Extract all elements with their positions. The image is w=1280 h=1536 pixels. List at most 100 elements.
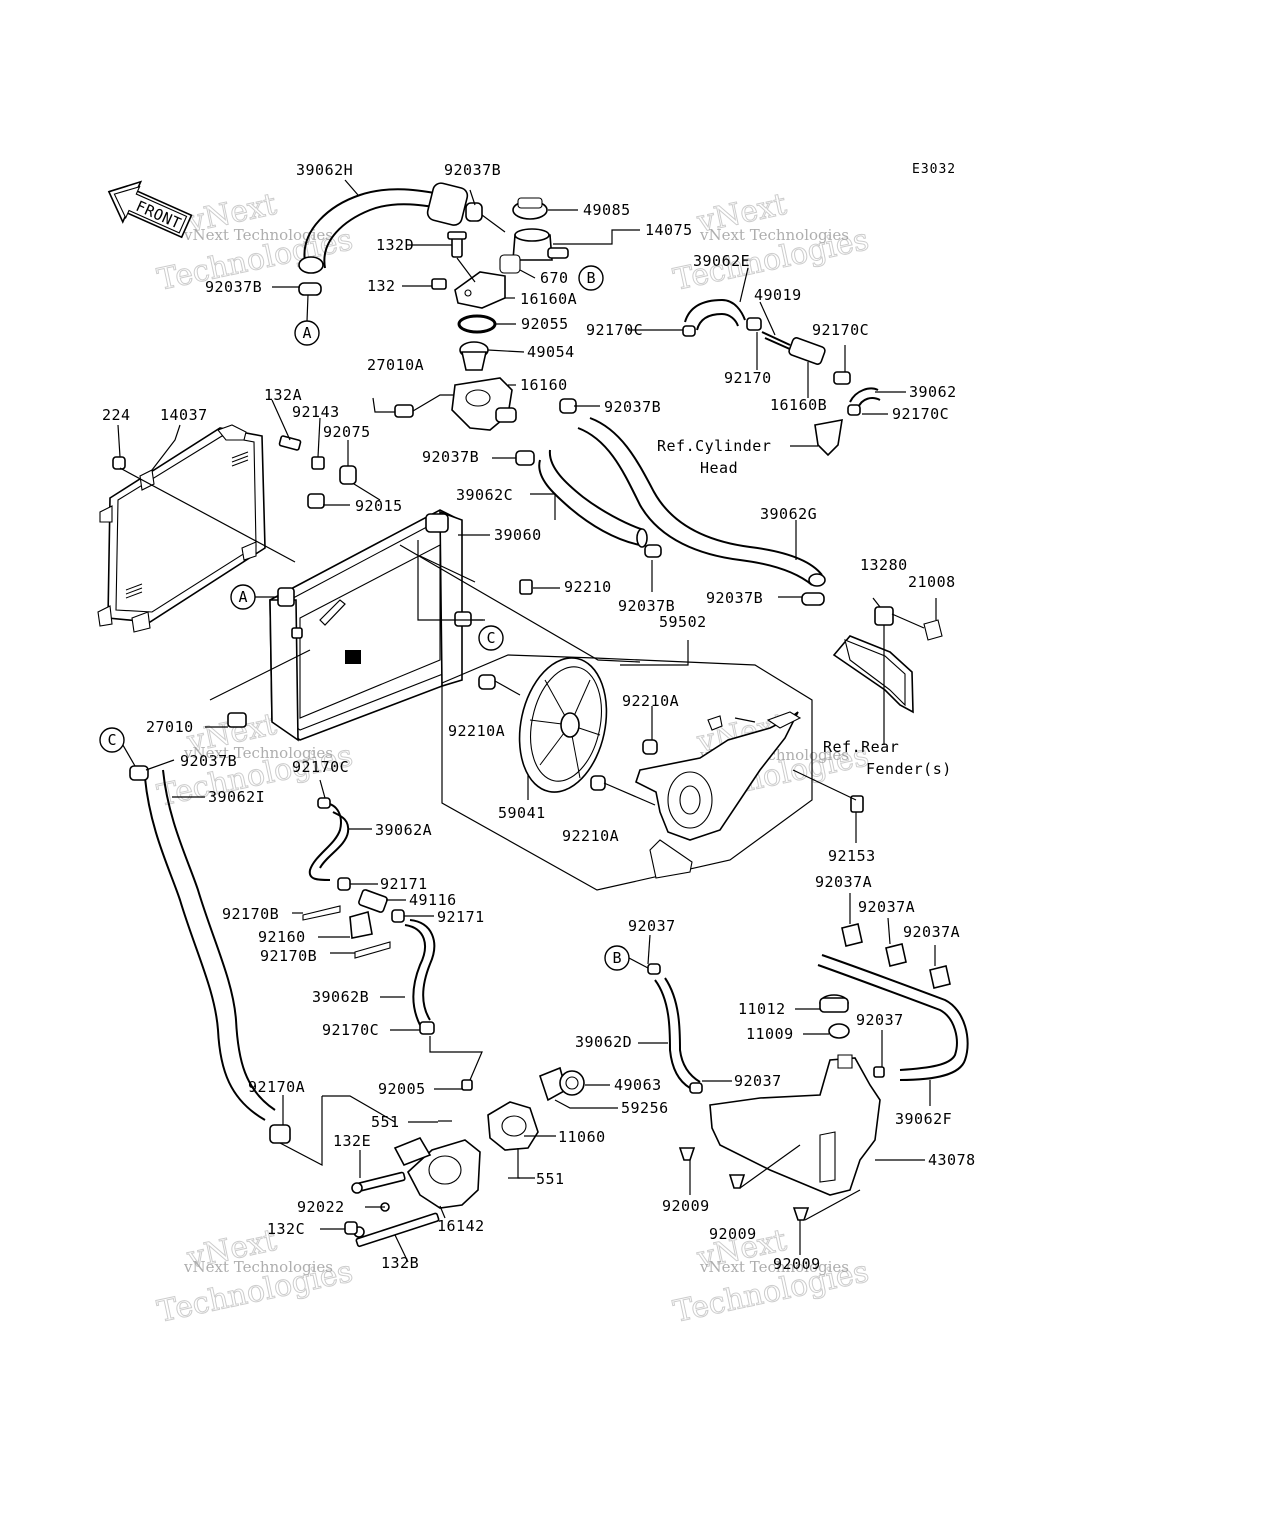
label-43078: 43078 [928,1151,976,1169]
label-92170C-hose: 92170C [292,758,349,776]
label-92037B-left: 92037B [205,278,262,296]
radiator-hoses [119,417,826,1144]
svg-text:vNext Technologies: vNext Technologies [183,744,333,762]
label-92160: 92160 [258,928,306,946]
label-92037B-radiator: 92037B [618,597,675,615]
label-92037A-3: 92037A [903,923,960,941]
label-92210A-right: 92210A [622,692,679,710]
reservoir-tank [638,893,969,1255]
svg-text:vNext Technologies: vNext Technologies [183,226,333,244]
callout-c-lower: C [99,727,125,753]
label-92171-lower: 92171 [437,908,485,926]
label-92009: 92009 [662,1197,710,1215]
label-92143: 92143 [292,403,340,421]
label-670: 670 [540,269,569,287]
watermark-6: vNext Technologies vNext Technologies [670,1222,872,1330]
label-92037B-housing: 92037B [604,398,661,416]
label-92037B-hose: 92037B [422,448,479,466]
radiator-screen [97,399,381,633]
callout-a-top: A [294,294,320,346]
callout-b-top: B [578,265,604,291]
label-11009: 11009 [746,1025,794,1043]
label-13280: 13280 [860,556,908,574]
label-27010: 27010 [146,718,194,736]
callout-a-radiator: A [230,584,278,610]
callout-c-radiator: C [478,625,504,651]
figure-code: E3032 [912,162,956,177]
label-11012: 11012 [738,1000,786,1018]
label-92037A: 92037A [815,873,872,891]
label-ref-cylinder-head: Ref.Cylinder [657,437,771,455]
label-39062F: 39062F [895,1110,952,1128]
label-92170A: 92170A [248,1078,305,1096]
part-labels: 39062H 92037B 49085 14075 132D 670 132 1… [102,161,976,1273]
label-92005: 92005 [378,1080,426,1098]
radiator [205,493,641,742]
label-16160: 16160 [520,376,568,394]
filler-assembly [272,179,640,466]
label-ref-cylinder-head-2: Head [700,459,738,477]
label-14037: 14037 [160,406,208,424]
label-92037B: 92037B [444,161,501,179]
label-92153: 92153 [828,847,876,865]
label-39062E: 39062E [693,252,750,270]
label-49054: 49054 [527,343,575,361]
label-39062G: 39062G [760,505,817,523]
svg-text:B: B [612,949,621,967]
label-49063: 49063 [614,1076,662,1094]
watermark-2: vNext Technologies vNext Technologies [670,186,872,298]
label-92210A-lower: 92210A [562,827,619,845]
water-pump [279,1036,618,1263]
label-92037B-right: 92037B [706,589,763,607]
svg-text:C: C [486,629,495,647]
label-92170C-lower: 92170C [892,405,949,423]
label-59041: 59041 [498,804,546,822]
label-ref-rear-fender: Ref.Rear [823,738,899,756]
label-132D: 132D [376,236,414,254]
label-132C: 132C [267,1220,305,1238]
label-49019: 49019 [754,286,802,304]
label-92075: 92075 [323,423,371,441]
label-11060: 11060 [558,1128,606,1146]
label-92170C-right: 92170C [812,321,869,339]
fan-assembly [441,640,864,891]
watermark-5: vNext Technologies vNext Technologies [154,1222,356,1330]
label-551: 551 [371,1113,400,1131]
label-16142: 16142 [437,1217,485,1235]
label-39062D: 39062D [575,1033,632,1051]
label-92170: 92170 [724,369,772,387]
label-49085: 49085 [583,201,631,219]
label-21008: 21008 [908,573,956,591]
label-551-lower: 551 [536,1170,565,1188]
label-92037B-lower: 92037B [180,752,237,770]
label-92170B: 92170B [222,905,279,923]
svg-text:C: C [107,731,116,749]
label-132B: 132B [381,1254,419,1272]
label-92210A-left: 92210A [448,722,505,740]
label-132E: 132E [333,1132,371,1150]
reservoir-bracket [832,597,943,745]
label-224: 224 [102,406,131,424]
svg-text:A: A [238,588,247,606]
label-92009-lower: 92009 [773,1255,821,1273]
label-92055: 92055 [521,315,569,333]
label-132A: 132A [264,386,302,404]
label-92037-hose: 92037 [734,1072,782,1090]
label-39060: 39060 [494,526,542,544]
label-92015: 92015 [355,497,403,515]
label-39062A: 39062A [375,821,432,839]
label-59256: 59256 [621,1099,669,1117]
label-ref-rear-fender-2: Fender(s) [866,760,952,778]
label-92037A-2: 92037A [858,898,915,916]
label-92170C-pump: 92170C [322,1021,379,1039]
callout-b-lower: B [604,945,649,971]
label-92037-tank: 92037 [856,1011,904,1029]
label-59502: 59502 [659,613,707,631]
label-49116: 49116 [409,891,457,909]
label-39062H: 39062H [296,161,353,179]
label-39062B: 39062B [312,988,369,1006]
label-27010A: 27010A [367,356,424,374]
label-39062I: 39062I [208,788,265,806]
bypass-hose-assembly [628,267,906,457]
